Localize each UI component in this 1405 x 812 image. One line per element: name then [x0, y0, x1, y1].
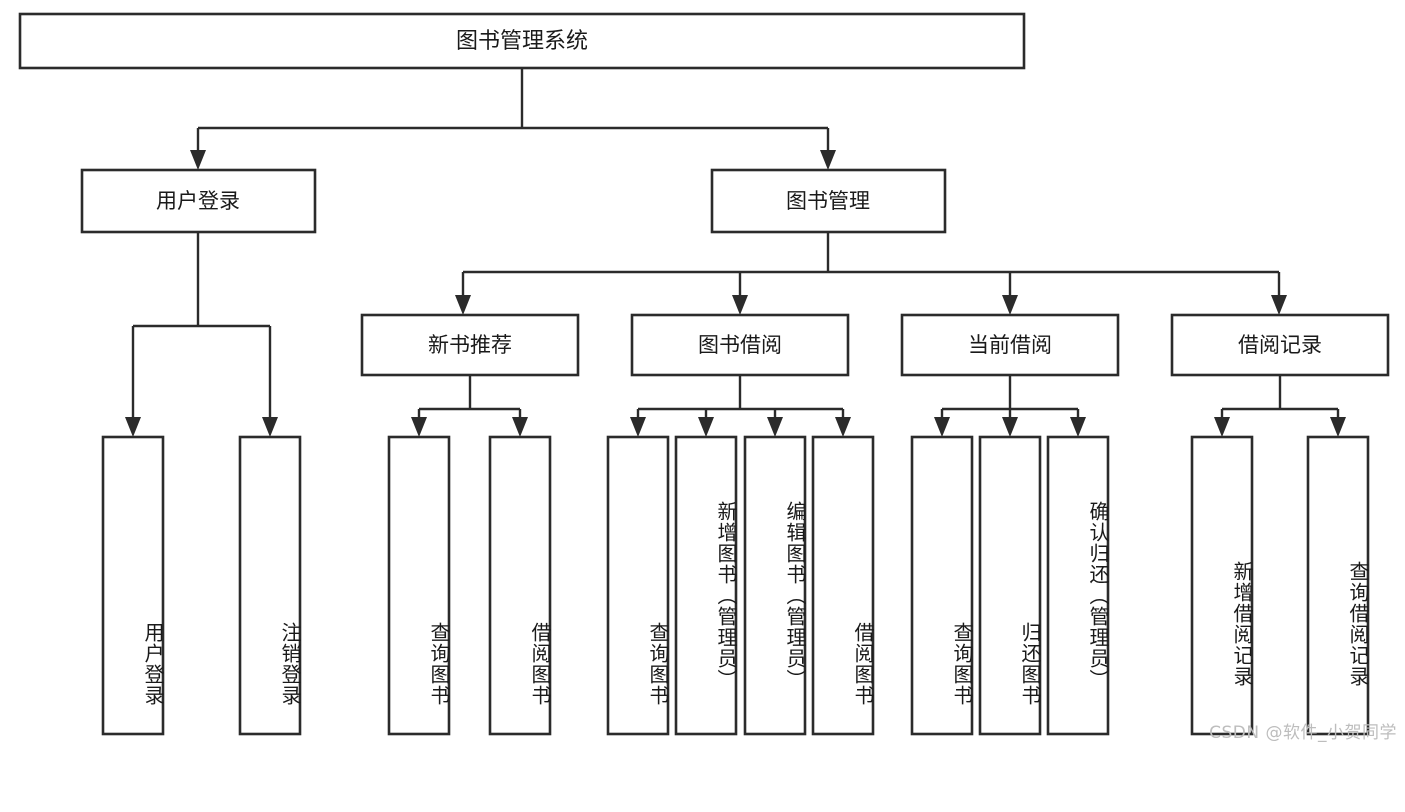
- node-book-borrow-label: 图书借阅: [698, 333, 782, 357]
- node-borrow-records-label: 借阅记录: [1238, 333, 1322, 357]
- arrow-borrow-leaf-1: [630, 417, 646, 437]
- arrow-userlogin-leaf-2: [262, 417, 278, 437]
- leaf-box-borrow-4[interactable]: [811, 435, 875, 736]
- arrow-bookmgmt-to-records: [1271, 295, 1287, 315]
- arrow-root-to-user-login: [190, 150, 206, 170]
- leaf-box-user-login-2[interactable]: [238, 435, 302, 736]
- leaf-box-current-2[interactable]: [978, 435, 1042, 736]
- arrow-records-leaf-1: [1214, 417, 1230, 437]
- leaf-box-new-book-2[interactable]: [488, 435, 552, 736]
- arrow-root-to-book-mgmt: [820, 150, 836, 170]
- org-tree-svg: 图书管理系统 用户登录 图书管理 新书推荐 图书借阅 当前借阅 借阅记录: [18, 12, 1390, 736]
- connector-layer: [125, 68, 1346, 437]
- node-root-book-management-system[interactable]: 图书管理系统: [18, 12, 1026, 70]
- arrow-records-leaf-2: [1330, 417, 1346, 437]
- node-root-label: 图书管理系统: [456, 29, 588, 54]
- node-book-borrow-box[interactable]: [630, 313, 850, 377]
- leaf-box-records-1[interactable]: [1190, 435, 1254, 736]
- leaf-box-records-2[interactable]: [1306, 435, 1370, 736]
- node-book-management-box[interactable]: [710, 168, 947, 234]
- node-book-management-label: 图书管理: [786, 189, 870, 213]
- node-borrow-records-box[interactable]: [1170, 313, 1390, 377]
- node-new-book-recommend[interactable]: 新书推荐: [360, 313, 580, 377]
- leaf-box-current-1[interactable]: [910, 435, 974, 736]
- arrow-borrow-leaf-2: [698, 417, 714, 437]
- leaf-box-new-book-1[interactable]: [387, 435, 451, 736]
- arrow-current-leaf-2: [1002, 417, 1018, 437]
- node-book-management[interactable]: 图书管理: [710, 168, 947, 234]
- arrow-userlogin-leaf-1: [125, 417, 141, 437]
- node-current-borrow[interactable]: 当前借阅: [900, 313, 1120, 377]
- node-new-book-recommend-label: 新书推荐: [428, 333, 512, 357]
- arrow-bookmgmt-to-new-book: [455, 295, 471, 315]
- node-current-borrow-label: 当前借阅: [968, 333, 1052, 357]
- arrow-borrow-leaf-4: [835, 417, 851, 437]
- diagram-canvas: 图书管理系统 用户登录 图书管理 新书推荐 图书借阅 当前借阅 借阅记录: [18, 12, 1397, 743]
- node-borrow-records[interactable]: 借阅记录: [1170, 313, 1390, 377]
- arrow-borrow-leaf-3: [767, 417, 783, 437]
- leaf-box-current-3[interactable]: [1046, 435, 1110, 736]
- leaf-box-borrow-1[interactable]: [606, 435, 670, 736]
- leaf-box-user-login-1[interactable]: [101, 435, 165, 736]
- arrow-current-leaf-1: [934, 417, 950, 437]
- node-book-borrow[interactable]: 图书借阅: [630, 313, 850, 377]
- node-user-login-label: 用户登录: [156, 189, 240, 213]
- leaf-box-borrow-3[interactable]: [743, 435, 807, 736]
- node-root-box[interactable]: [18, 12, 1026, 70]
- arrow-current-leaf-3: [1070, 417, 1086, 437]
- node-user-login[interactable]: 用户登录: [80, 168, 317, 234]
- leaf-box-layer: [101, 435, 1370, 736]
- node-new-book-recommend-box[interactable]: [360, 313, 580, 377]
- arrow-bookmgmt-to-borrow: [732, 295, 748, 315]
- arrow-newbook-leaf-2: [512, 417, 528, 437]
- arrow-bookmgmt-to-current: [1002, 295, 1018, 315]
- leaf-box-borrow-2[interactable]: [674, 435, 738, 736]
- csdn-watermark: CSDN @软件_小贺同学: [1209, 723, 1397, 743]
- arrow-newbook-leaf-1: [411, 417, 427, 437]
- node-user-login-box[interactable]: [80, 168, 317, 234]
- node-current-borrow-box[interactable]: [900, 313, 1120, 377]
